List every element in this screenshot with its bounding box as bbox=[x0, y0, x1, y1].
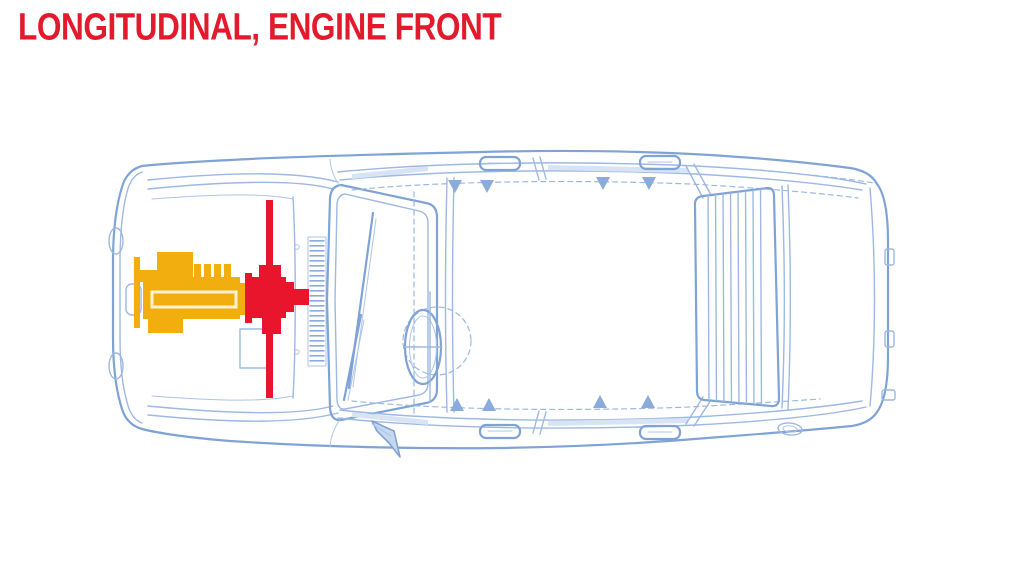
side-mirror bbox=[371, 420, 401, 458]
car-blueprint bbox=[108, 149, 896, 458]
windshield bbox=[325, 158, 439, 448]
fuel-cap bbox=[777, 422, 803, 436]
transmission bbox=[245, 265, 309, 334]
grille-emblem bbox=[125, 283, 142, 316]
c-pillar-bottom bbox=[685, 396, 712, 427]
rear-window-louvers bbox=[693, 186, 781, 408]
front-bumper bbox=[108, 171, 143, 424]
trunk-rear-inner-line bbox=[869, 187, 876, 407]
door-sill-bottom bbox=[337, 395, 867, 435]
trunk bbox=[759, 169, 876, 410]
drivetrain-red bbox=[245, 200, 309, 398]
front-axle-shaft-upper bbox=[266, 200, 273, 266]
engine-intake-runner bbox=[194, 264, 201, 278]
front-axle-shaft-lower bbox=[266, 334, 273, 398]
engine-block bbox=[134, 252, 248, 333]
door-sill-top bbox=[337, 156, 867, 199]
roof-front-edge bbox=[444, 177, 455, 413]
hood bbox=[147, 173, 339, 422]
battery-box bbox=[239, 328, 270, 369]
b-pillar-top bbox=[532, 156, 547, 181]
engine-front-pulley bbox=[134, 257, 140, 328]
b-pillar-bottom bbox=[532, 410, 547, 435]
door-handles bbox=[478, 154, 682, 441]
windshield-wipers bbox=[342, 211, 377, 402]
rear-bumper bbox=[881, 248, 896, 401]
steering-wheel bbox=[402, 291, 472, 403]
valve-cover-stripe bbox=[150, 290, 238, 309]
transmission-output-shaft bbox=[294, 289, 309, 305]
cowl-vent-grille bbox=[307, 236, 327, 367]
car-body-outline bbox=[111, 149, 890, 450]
page-title: LONGITUDINAL, ENGINE FRONT bbox=[18, 6, 502, 49]
c-pillar-top bbox=[685, 163, 712, 199]
